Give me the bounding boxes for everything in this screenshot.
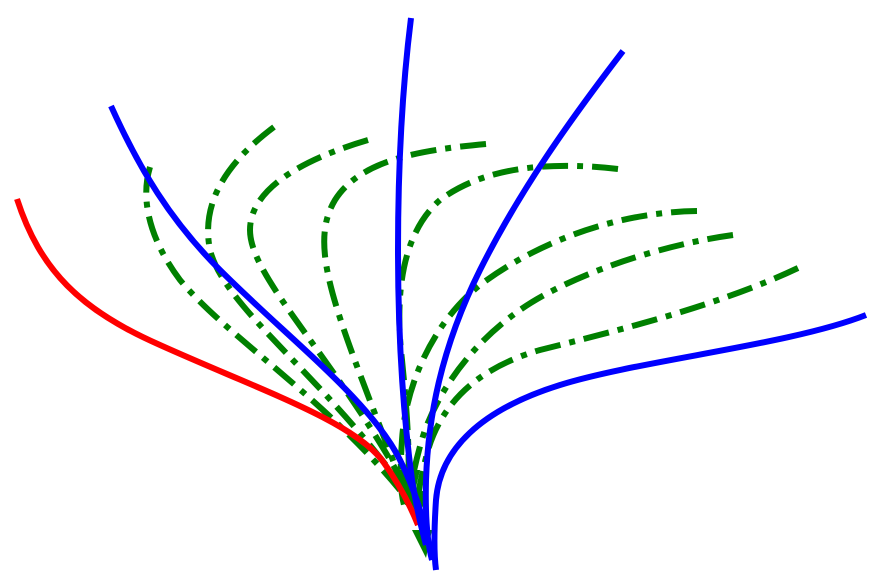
green-curve-3 [247, 137, 421, 512]
blue-curve-1 [108, 104, 431, 541]
green-curve-5 [396, 162, 619, 506]
blue-curve-4 [431, 312, 868, 571]
blue-curve-3 [422, 49, 626, 561]
red-curve [14, 198, 421, 527]
green-curve-8 [413, 265, 800, 511]
green-curve-7 [405, 232, 734, 506]
blue-curve-2 [395, 17, 429, 546]
green-curve-1 [143, 166, 415, 507]
green-curve-4 [321, 141, 487, 507]
